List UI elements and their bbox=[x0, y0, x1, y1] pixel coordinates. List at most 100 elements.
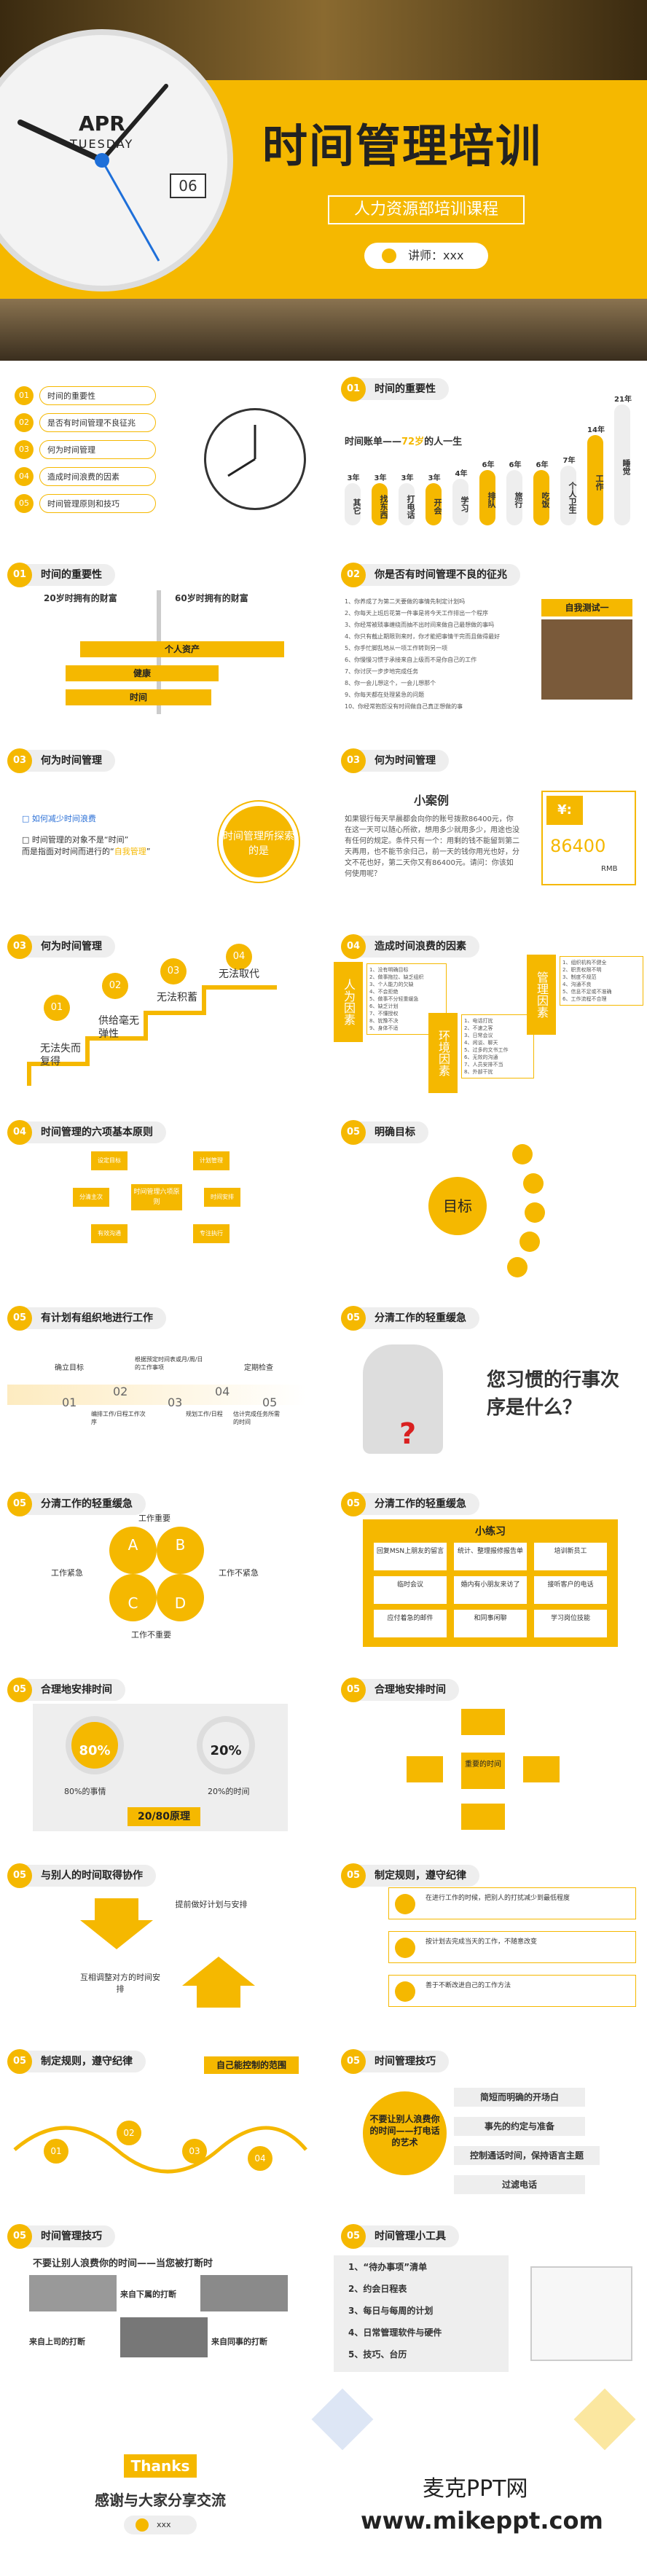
office-photo bbox=[200, 2275, 288, 2311]
wave-line bbox=[13, 2126, 307, 2174]
life-bar-years: 6年 bbox=[536, 461, 549, 469]
important-time: 重要的时间 bbox=[461, 1753, 505, 1789]
factor-item: 4、沟通不良 bbox=[562, 982, 592, 987]
thanks-badge: Thanks bbox=[124, 2454, 197, 2478]
time-arrow: 时间 bbox=[66, 689, 211, 705]
practice-item: 统计、整理报修报告单 bbox=[454, 1543, 527, 1570]
clock-date: 06 bbox=[170, 173, 206, 198]
life-bar: 旅行 bbox=[506, 470, 523, 525]
step-number: 01 bbox=[44, 995, 70, 1021]
rule-item: 按计划去完成当天的工作，不随意改变 bbox=[388, 1931, 636, 1963]
self-test-label: 自我测试一 bbox=[541, 599, 632, 616]
wealth-60: 60岁时拥有的财富 bbox=[175, 593, 248, 603]
money-unit: RMB bbox=[601, 865, 618, 873]
org-step-n: 04 bbox=[215, 1385, 230, 1398]
factor-item: 7、人员安排不当 bbox=[464, 1062, 503, 1068]
factor-item: 3、制度不规范 bbox=[562, 974, 597, 980]
sign-item: 3、你经常被琐事缠绕而抽不出时间来做自己最想做的事吗 bbox=[345, 622, 495, 628]
org-step-text: 规划工作/日程 bbox=[186, 1411, 223, 1417]
factor-item: 7、不懂授权 bbox=[369, 1011, 399, 1017]
org-step-text: 定期检查 bbox=[244, 1364, 273, 1372]
org-step-n: 02 bbox=[113, 1385, 128, 1398]
cover-slide: APR TUESDAY 06 时间管理培训 人力资源部培训课程 讲师：xxx bbox=[0, 0, 647, 361]
person-icon bbox=[136, 2518, 149, 2532]
time-block bbox=[523, 1756, 560, 1782]
life-bar-years: 14年 bbox=[587, 426, 605, 434]
wealth-20: 20岁时拥有的财富 bbox=[44, 593, 117, 603]
org-step-n: 01 bbox=[62, 1395, 77, 1409]
interrupt-item: 来自同事的打断 bbox=[211, 2337, 267, 2346]
interrupt-head: 不要让别人浪费你的时间——当您被打断时 bbox=[33, 2258, 213, 2269]
org-step-n: 03 bbox=[168, 1395, 183, 1409]
arrow-up-icon bbox=[182, 1957, 255, 2008]
rule-item: 在进行工作的时候，把别人的打扰减少到最低程度 bbox=[388, 1887, 636, 1919]
office-photo bbox=[120, 2317, 208, 2357]
skill-item: 简短而明确的开场白 bbox=[454, 2088, 585, 2107]
rule-icon bbox=[395, 1938, 415, 1958]
cover-title: 时间管理培训 bbox=[262, 120, 543, 173]
money-amount: 86400 bbox=[550, 836, 606, 856]
goal-dot bbox=[523, 1173, 544, 1194]
health-arrow: 健康 bbox=[66, 665, 219, 681]
factor-item: 4、闲谈、聊天 bbox=[464, 1040, 498, 1046]
life-bar-years: 3年 bbox=[374, 474, 387, 482]
life-bar: 个人卫生 bbox=[560, 466, 577, 525]
coop-text-1: 提前做好计划与安排 bbox=[175, 1900, 248, 1909]
factor-item: 4、不会拒绝 bbox=[369, 989, 399, 995]
matrix-bottom-label: 工作不重要 bbox=[131, 1630, 171, 1640]
org-step-text: 根据预定时间表或月/周/日的工作事项 bbox=[135, 1356, 203, 1371]
money-box: ¥: 86400 RMB bbox=[541, 791, 636, 885]
brand-url[interactable]: www.mikeppt.com bbox=[361, 2507, 603, 2534]
skill-item: 过滤电话 bbox=[454, 2175, 585, 2194]
factor-item: 6、无效的沟通 bbox=[464, 1054, 498, 1060]
cover-teacher: 讲师：xxx bbox=[364, 243, 488, 269]
matrix-right-label: 工作不紧急 bbox=[219, 1568, 259, 1578]
org-step-text: 编排工作/日程工作次序 bbox=[91, 1411, 146, 1425]
arrow-down-icon bbox=[80, 1898, 153, 1949]
org-step-text: 确立目标 bbox=[55, 1364, 84, 1372]
time-block bbox=[461, 1804, 505, 1830]
practice-item: 应付着急的邮件 bbox=[374, 1610, 447, 1637]
goal-dot bbox=[519, 1232, 540, 1252]
factor-item: 2、做事拖拉、缺乏组织 bbox=[369, 974, 424, 980]
deco-shape bbox=[311, 2388, 374, 2451]
life-bar: 学习 bbox=[452, 479, 469, 525]
tool-item: 4、日常管理软件与硬件 bbox=[348, 2328, 442, 2338]
life-bar: 打电话 bbox=[399, 483, 415, 525]
life-bar-years: 4年 bbox=[455, 470, 468, 478]
sign-item: 1、你养成了为第二天要做的事情先制定计划吗 bbox=[345, 598, 466, 605]
quadrant-b: B bbox=[157, 1527, 204, 1574]
factor-item: 9、身体不适 bbox=[369, 1025, 399, 1031]
sign-item: 10、你经常抱怨没有时间做自己真正想做的事 bbox=[345, 703, 463, 710]
sign-item: 4、你只有截止期限到来时，你才能把事情干完而且做得最好 bbox=[345, 633, 501, 640]
rule-item: 善于不断改进自己的工作方法 bbox=[388, 1975, 636, 2007]
practice-item: 临时会议 bbox=[374, 1576, 447, 1604]
life-bar-years: 3年 bbox=[401, 474, 414, 482]
interrupt-item: 来自下属的打断 bbox=[120, 2290, 176, 2299]
mgmt-factor: 管理因素 bbox=[527, 955, 556, 1035]
